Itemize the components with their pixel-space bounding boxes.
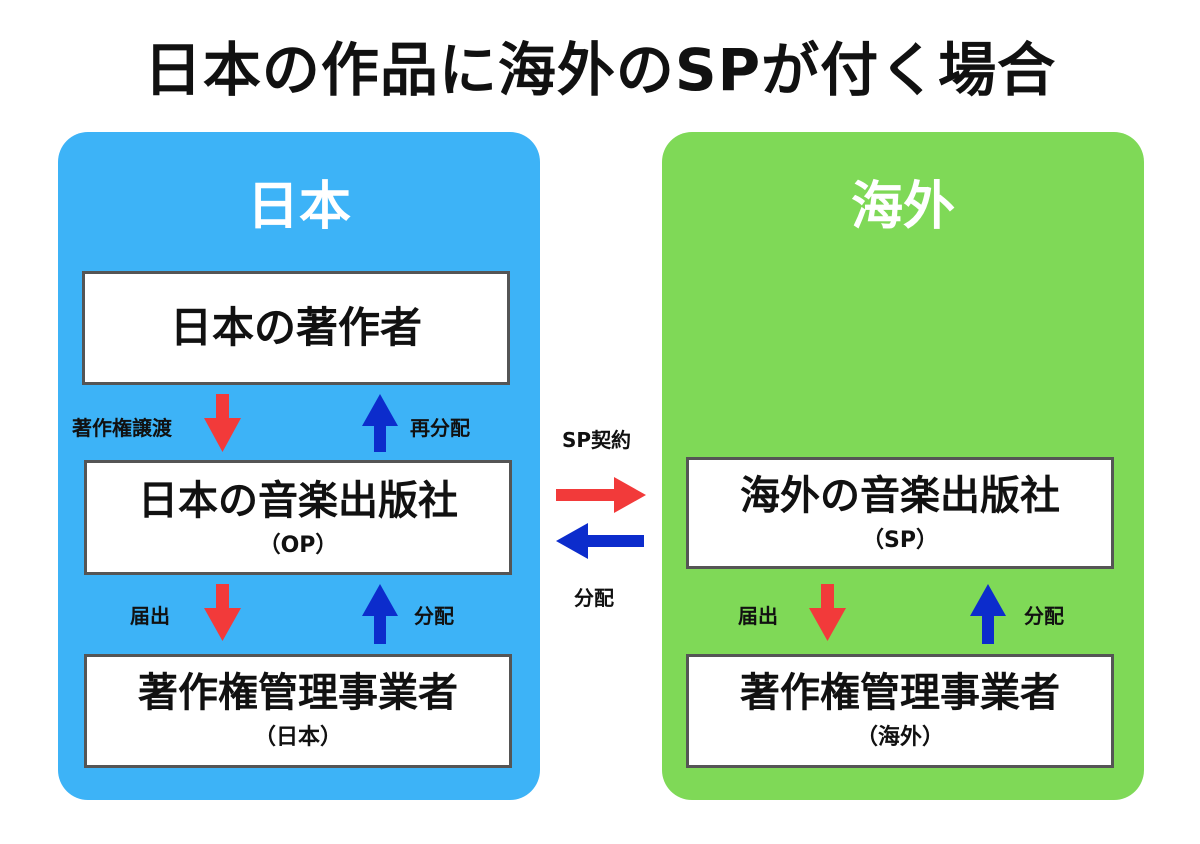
label-sp-contract: SP契約: [562, 428, 632, 452]
label-cross-distribute: 分配: [574, 586, 614, 610]
japan-publisher-box: 日本の音楽出版社 （OP）: [84, 460, 512, 575]
label-overseas-register: 届出: [738, 604, 778, 628]
japan-heading: 日本: [246, 177, 351, 237]
label-japan-distribute: 分配: [414, 604, 454, 628]
japan-cmo-sub: （日本）: [253, 725, 342, 750]
overseas-cmo-label: 著作権管理事業者: [740, 670, 1060, 716]
arrow-cross-distribute: [556, 523, 644, 559]
label-japan-register: 届出: [130, 604, 170, 628]
japan-publisher-sub: （OP）: [258, 533, 338, 558]
arrow-redistribution: [362, 394, 398, 452]
overseas-publisher-sub: （SP）: [862, 528, 938, 553]
overseas-heading: 海外: [850, 177, 955, 237]
japan-cmo-box: 著作権管理事業者 （日本）: [84, 654, 512, 768]
label-copyright-transfer: 著作権譲渡: [72, 416, 172, 440]
arrow-copyright-transfer: [204, 394, 241, 452]
arrow-japan-register: [204, 584, 241, 641]
overseas-cmo-sub: （海外）: [855, 725, 944, 750]
arrow-japan-distribute: [362, 584, 398, 644]
label-overseas-distribute: 分配: [1024, 604, 1064, 628]
arrow-overseas-distribute: [970, 584, 1006, 644]
arrow-sp-contract: [556, 477, 646, 513]
arrow-overseas-register: [809, 584, 846, 641]
japan-cmo-label: 著作権管理事業者: [138, 670, 458, 716]
overseas-publisher-label: 海外の音楽出版社: [740, 473, 1060, 519]
japan-author-label: 日本の著作者: [169, 303, 422, 352]
japan-publisher-label: 日本の音楽出版社: [138, 478, 458, 524]
overseas-publisher-box: 海外の音楽出版社 （SP）: [686, 457, 1114, 569]
page-title: 日本の作品に海外のSPが付く場合: [143, 36, 1057, 104]
overseas-cmo-box: 著作権管理事業者 （海外）: [686, 654, 1114, 768]
label-redistribution: 再分配: [410, 416, 470, 440]
japan-author-box: 日本の著作者: [82, 271, 510, 385]
